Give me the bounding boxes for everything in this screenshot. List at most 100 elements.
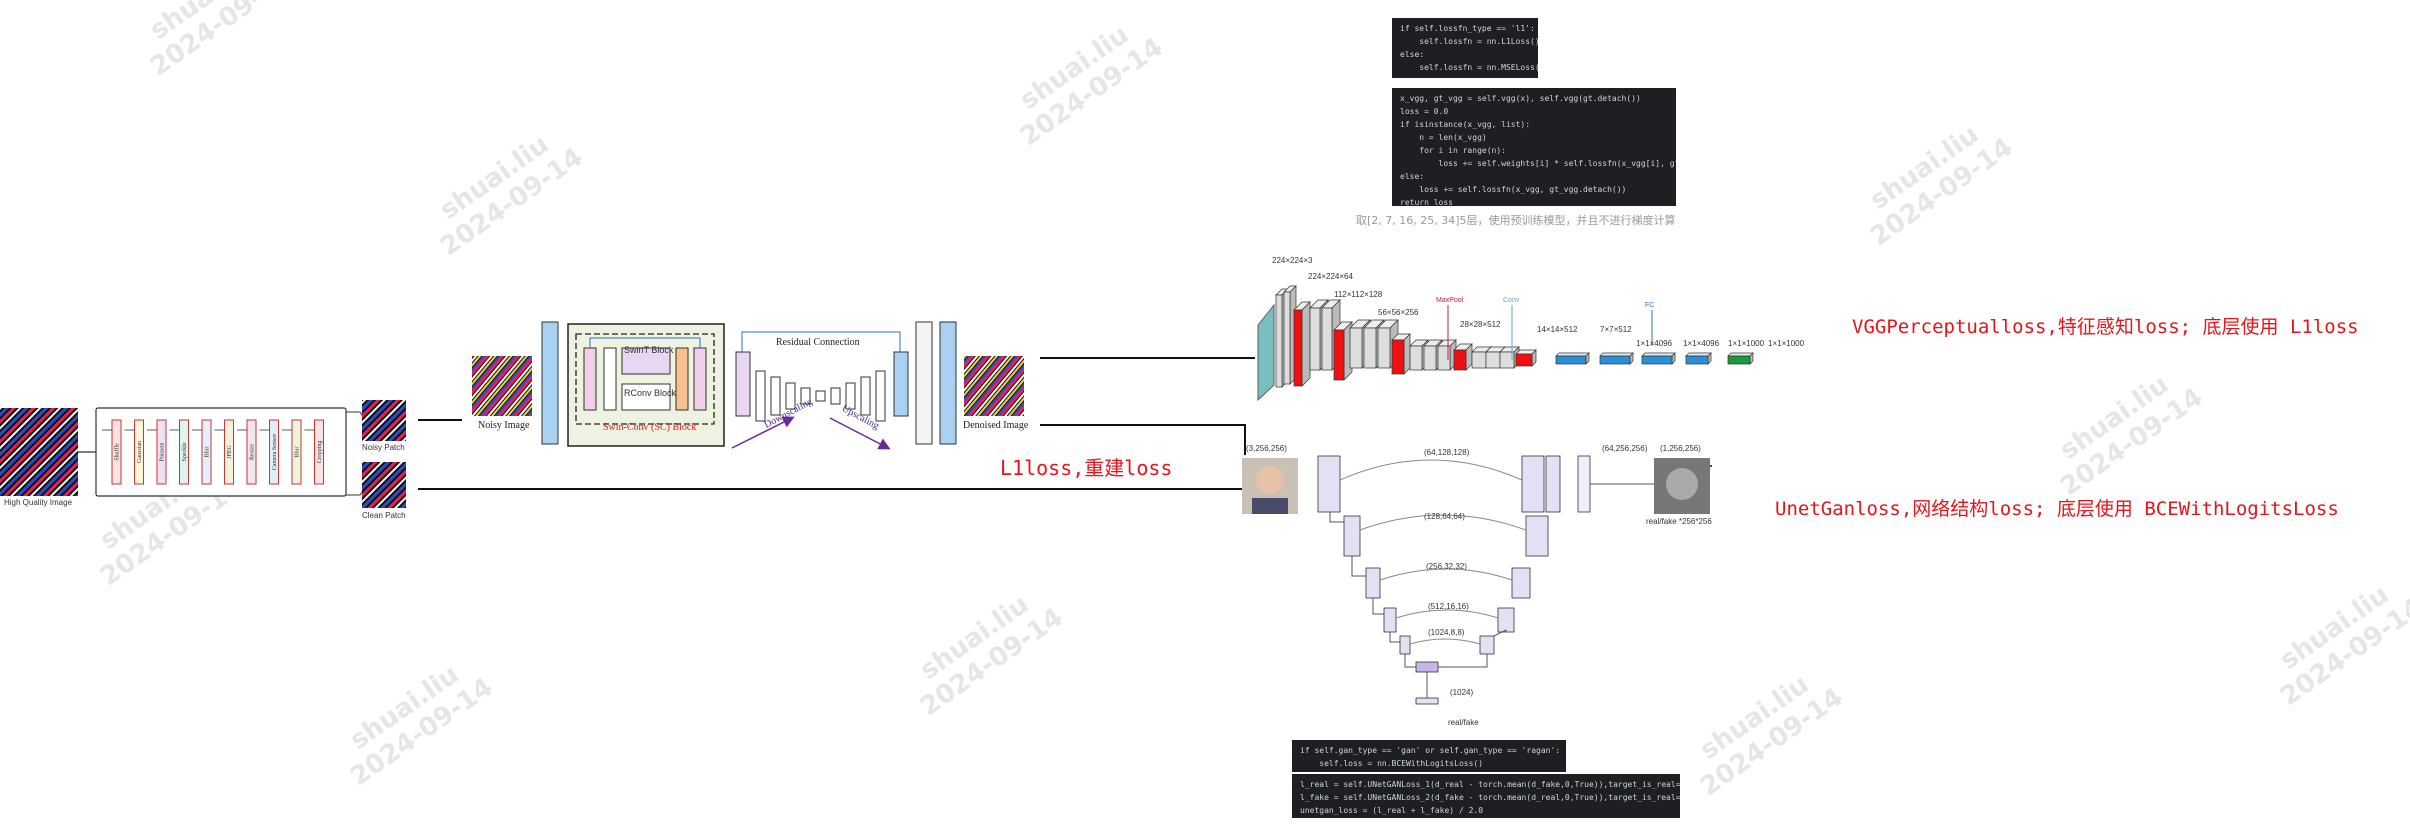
scunet-stage xyxy=(830,387,841,405)
aug-op: Shuffle xyxy=(102,419,122,485)
unet-input-dim: (3,256,256) xyxy=(1246,444,1287,453)
skip-connection xyxy=(1339,459,1523,481)
unet-bottom-real-fake: real/fake xyxy=(1448,718,1479,727)
conv1x1-b xyxy=(693,347,707,411)
vgg-fc xyxy=(1599,352,1634,365)
legend-maxpool: MaxPool xyxy=(1436,297,1464,304)
unet-dim: (512,16,16) xyxy=(1428,602,1469,611)
vgg-maxpool xyxy=(1293,301,1311,387)
svg-text:Cropping: Cropping xyxy=(317,441,323,464)
scunet-stage xyxy=(875,370,886,422)
vgg-dim: 1×1×1000 xyxy=(1768,339,1805,348)
clean-patch xyxy=(362,462,406,508)
l1-loss-label: L1loss,重建loss xyxy=(1000,456,1173,480)
unet-decoder-block xyxy=(1511,567,1531,599)
noisy-image xyxy=(472,356,532,416)
vgg-fc xyxy=(1685,352,1712,365)
noisy-patch xyxy=(362,400,406,441)
vgg-conv xyxy=(1437,339,1457,371)
noisy-image-caption: Noisy Image xyxy=(478,420,530,431)
unet-encoder-block xyxy=(1399,635,1411,655)
unet-encoder-block xyxy=(1383,607,1397,633)
conv-out xyxy=(939,321,957,445)
unet-bottleneck xyxy=(1415,661,1439,673)
swint-caption: SwinT Block xyxy=(624,345,674,355)
vgg-dim: 1×1×1000 xyxy=(1728,339,1765,348)
vgg-maxpool xyxy=(1333,321,1353,381)
concat xyxy=(675,347,689,411)
unet-decoder-block xyxy=(1521,455,1545,513)
residual-connection xyxy=(741,331,901,352)
unet-encoder-block xyxy=(1343,515,1361,557)
vgg-maxpool xyxy=(1515,349,1537,367)
unet-out-dim: (1,256,256) xyxy=(1660,444,1701,453)
scunet-stage xyxy=(800,387,811,405)
svg-text:JPEG: JPEG xyxy=(227,444,233,458)
svg-text:Blur: Blur xyxy=(295,447,301,458)
aug-op: JPEG xyxy=(214,419,234,485)
vgg-fc xyxy=(1555,352,1590,365)
unet-decoder-block xyxy=(1545,455,1561,513)
vgg-dim: 112×112×128 xyxy=(1334,290,1383,299)
unet-out-real-fake: real/fake *256*256 xyxy=(1646,517,1712,526)
unet-loss-label: UnetGanloss,网络结构loss; 底层使用 BCEWithLogits… xyxy=(1775,498,2339,520)
vgg-diagram xyxy=(1257,285,1754,402)
vgg-fc xyxy=(1641,352,1676,365)
unet-head xyxy=(1577,455,1591,513)
unet-discriminator xyxy=(1242,455,1710,705)
denoised-image-caption: Denoised Image xyxy=(963,420,1029,431)
unet-out-dim: (64,256,256) xyxy=(1602,444,1648,453)
vgg-maxpool xyxy=(1453,343,1473,371)
split xyxy=(603,347,617,411)
aug-op: Gaussian xyxy=(124,419,144,485)
unet-dim: (64,128,128) xyxy=(1424,448,1470,457)
high-quality-image xyxy=(0,408,78,496)
code-vgg-forward: x_vgg, gt_vgg = self.vgg(x), self.vgg(gt… xyxy=(1392,88,1676,206)
svg-text:Blur: Blur xyxy=(205,447,211,458)
svg-text:Shuffle: Shuffle xyxy=(114,443,121,461)
unet-decoder-block xyxy=(1497,607,1515,633)
face-icon xyxy=(1256,466,1284,494)
vgg-dim: 56×56×256 xyxy=(1378,308,1419,317)
unet-bottom-dim: (1024) xyxy=(1450,688,1474,697)
unet-dim: (128,64,64) xyxy=(1424,512,1465,521)
svg-text:Resize: Resize xyxy=(250,444,256,460)
skip-connection xyxy=(1409,638,1481,645)
svg-text:Camera Sensor: Camera Sensor xyxy=(272,434,278,471)
aug-op: Resize xyxy=(237,419,257,485)
vgg-dim: 224×224×3 xyxy=(1272,256,1313,265)
rconv-block xyxy=(621,383,671,411)
code-unetgan-loss: l_real = self.UNetGANLoss_1(d_real - tor… xyxy=(1292,774,1680,818)
scunet-diagram xyxy=(472,321,1024,450)
unet-dim: (1024,8,8) xyxy=(1428,628,1465,637)
vgg-dim: 1×1×4096 xyxy=(1636,339,1673,348)
sconv xyxy=(735,351,751,417)
aug-op: Cropping xyxy=(304,419,324,485)
skip-connection xyxy=(1359,514,1527,531)
hq-caption: High Quality Image xyxy=(4,498,73,507)
aug-op: Speckle xyxy=(169,419,189,485)
svg-text:Speckle: Speckle xyxy=(182,442,188,461)
code-gan-type: if self.gan_type == 'gan' or self.gan_ty… xyxy=(1292,740,1566,772)
aug-op: Blur xyxy=(192,419,212,485)
unet-decoder-block xyxy=(1525,515,1549,557)
vgg-input-layer xyxy=(1257,303,1275,402)
denoised-image xyxy=(964,356,1024,416)
rconv-caption: RConv Block xyxy=(624,388,677,398)
vgg-dim: 14×14×512 xyxy=(1537,325,1578,334)
unet-encoder-block xyxy=(1365,567,1381,599)
legend-fc: FC xyxy=(1645,302,1655,309)
aug-op: Poisson xyxy=(147,419,167,485)
sc-block-x4 xyxy=(915,321,933,445)
vgg-dim: 28×28×512 xyxy=(1460,320,1501,329)
scunet-stage xyxy=(770,376,781,416)
aug-op: Camera Sensor xyxy=(259,419,279,485)
vgg-dim: 224×224×64 xyxy=(1308,272,1353,281)
scunet-stage xyxy=(785,382,796,410)
unet-bottom-out xyxy=(1415,697,1439,705)
scunet-stage xyxy=(860,376,871,416)
skip-connection xyxy=(1395,609,1499,619)
vgg-dim: 7×7×512 xyxy=(1600,325,1632,334)
